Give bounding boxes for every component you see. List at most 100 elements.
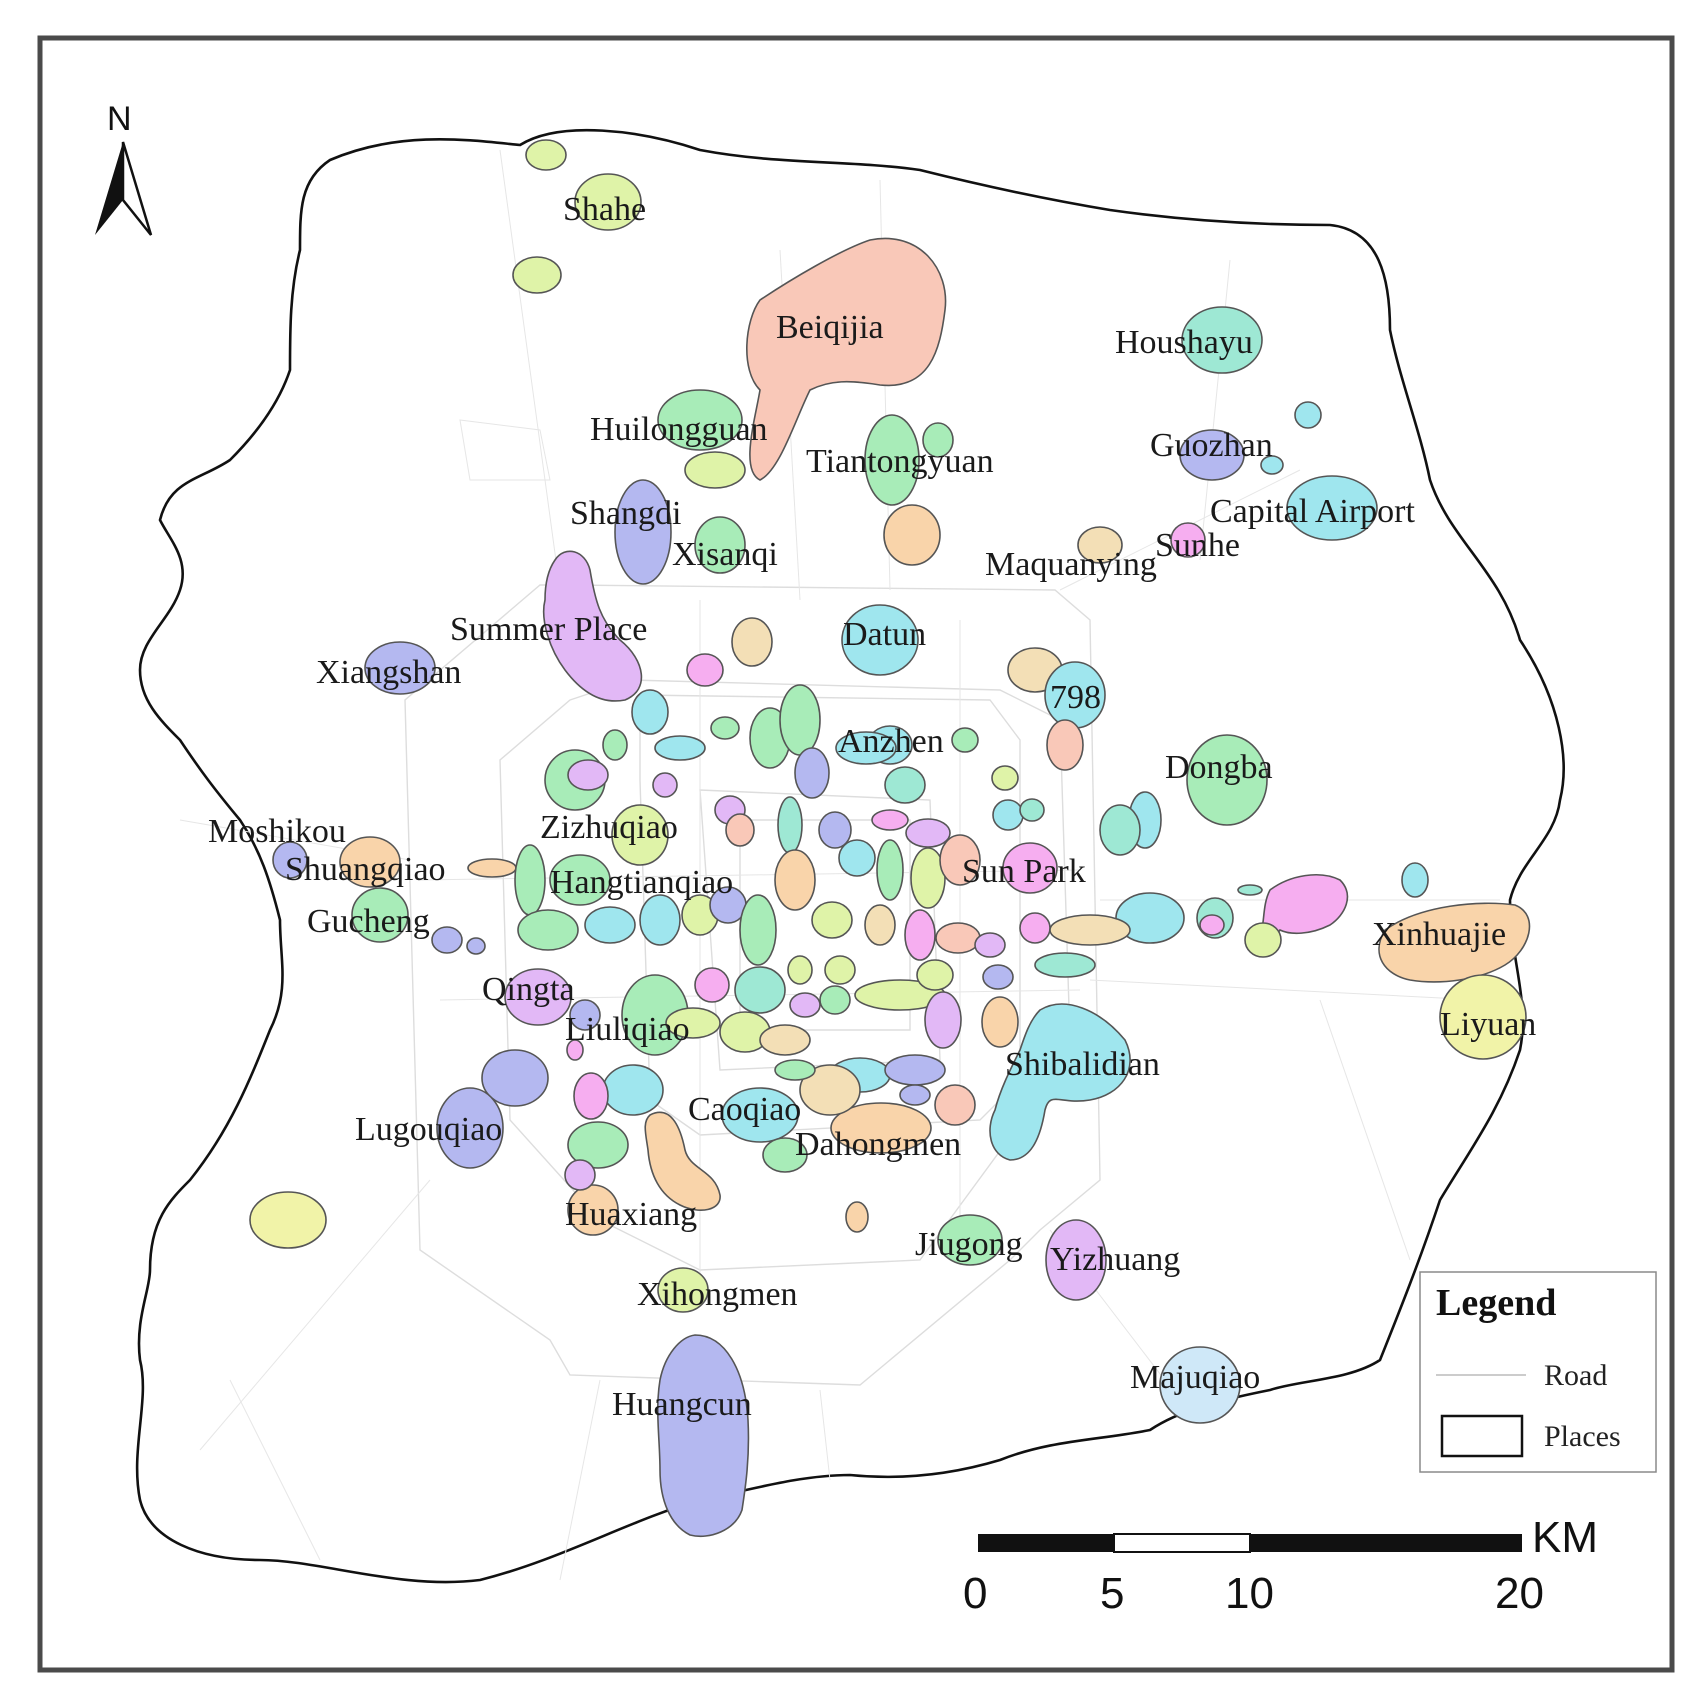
place-label: Dahongmen	[795, 1126, 961, 1163]
place-polygon	[884, 766, 926, 804]
place-polygon	[517, 909, 579, 951]
scale-segment	[1113, 1533, 1251, 1553]
place-polygon	[883, 504, 941, 566]
place-polygon	[525, 139, 567, 171]
place-polygon	[1049, 914, 1131, 946]
place-polygon	[871, 809, 909, 831]
place-polygon	[841, 604, 919, 676]
place-polygon	[504, 968, 572, 1026]
place-label: Tiantongyuan	[806, 443, 994, 480]
place-polygon	[876, 839, 904, 901]
place-polygon	[774, 849, 816, 911]
place-polygon	[602, 1064, 664, 1116]
place-polygon	[739, 894, 777, 966]
place-label: Shahe	[563, 191, 646, 228]
place-polygon	[542, 550, 643, 702]
place-label: Beiqijia	[776, 309, 884, 346]
scale-tick-label: 10	[1225, 1569, 1274, 1618]
place-polygon	[777, 796, 803, 854]
north-label: N	[107, 100, 132, 138]
place-polygon	[794, 747, 830, 799]
place-polygon	[989, 1003, 1131, 1161]
legend-title: Legend	[1436, 1282, 1556, 1324]
legend-places-symbol	[1440, 1414, 1524, 1458]
place-polygon	[824, 955, 856, 985]
place-polygon	[684, 451, 746, 489]
place-label: Anzhen	[838, 723, 944, 760]
place-polygon	[686, 653, 724, 687]
place-polygon	[939, 834, 981, 886]
place-label: Summer Place	[450, 611, 647, 648]
place-polygon	[734, 966, 786, 1014]
place-polygon	[710, 716, 740, 740]
place-label: Shibalidian	[1005, 1046, 1160, 1083]
place-polygon	[811, 901, 853, 939]
place-label: Dongba	[1165, 749, 1273, 786]
legend-road-label: Road	[1544, 1359, 1607, 1392]
place-polygon	[566, 1039, 584, 1061]
north-arrow-outline	[121, 141, 153, 236]
place-polygon	[639, 894, 681, 946]
place-polygon	[1260, 455, 1284, 475]
place-label: Shuangqiao	[285, 851, 446, 888]
place-label: Xiangshan	[316, 654, 461, 691]
place-polygon	[665, 1007, 721, 1039]
place-polygon	[910, 847, 946, 909]
place-label: Jiugong	[915, 1226, 1023, 1263]
scale-tick-label: 0	[963, 1569, 987, 1618]
place-polygon	[774, 1059, 816, 1081]
place-polygon	[1045, 1219, 1107, 1301]
place-polygon	[1046, 719, 1084, 771]
place-polygon	[512, 256, 562, 294]
place-polygon	[916, 959, 954, 991]
place-polygon	[567, 1121, 629, 1169]
place-polygon	[1186, 734, 1268, 826]
place-polygon	[654, 735, 706, 761]
place-polygon	[1159, 1346, 1241, 1424]
place-polygon	[845, 1201, 869, 1233]
place-label: Guozhan	[1150, 427, 1273, 464]
place-polygon	[864, 414, 920, 506]
place-polygon	[725, 813, 755, 847]
place-polygon	[567, 759, 609, 791]
legend: Legend Road Places	[1419, 1271, 1657, 1473]
place-polygon	[974, 932, 1006, 958]
scale-unit: KM	[1532, 1513, 1598, 1562]
place-polygon	[351, 887, 409, 943]
place-polygon	[466, 937, 486, 955]
place-polygon	[644, 1111, 721, 1211]
place-polygon	[799, 1064, 861, 1116]
place-label: Huaxiang	[565, 1196, 697, 1233]
place-polygon	[573, 1072, 609, 1120]
place-label: Maquanying	[985, 546, 1157, 583]
place-polygon	[1401, 862, 1429, 898]
place-polygon	[1181, 306, 1263, 374]
place-label: Datun	[843, 616, 926, 653]
place-polygon	[249, 1191, 327, 1249]
place-polygon	[652, 772, 678, 798]
scale-bar: KM 0 5 10 20	[963, 1513, 1598, 1618]
north-arrow: N	[95, 100, 153, 236]
legend-places-label: Places	[1544, 1420, 1621, 1453]
place-polygon	[1294, 401, 1322, 429]
place-polygon	[574, 173, 642, 231]
place-polygon	[904, 909, 936, 961]
place-label: Xihongmen	[637, 1276, 798, 1313]
scale-tick-label: 20	[1495, 1569, 1544, 1618]
place-polygon	[818, 811, 852, 849]
place-polygon	[567, 1184, 619, 1236]
place-polygon	[614, 479, 672, 585]
place-polygon	[694, 967, 730, 1003]
place-polygon	[1286, 475, 1378, 541]
place-polygon	[694, 516, 746, 574]
place-polygon	[657, 1267, 709, 1313]
place-label: 798	[1050, 679, 1101, 716]
place-polygon	[937, 1214, 1003, 1266]
place-polygon	[759, 1024, 811, 1056]
place-polygon	[272, 841, 308, 879]
place-polygon	[864, 904, 896, 946]
place-label: Liyuan	[1440, 1006, 1536, 1043]
place-label: Lugouqiao	[355, 1111, 502, 1148]
place-label: Yizhuang	[1050, 1241, 1180, 1278]
